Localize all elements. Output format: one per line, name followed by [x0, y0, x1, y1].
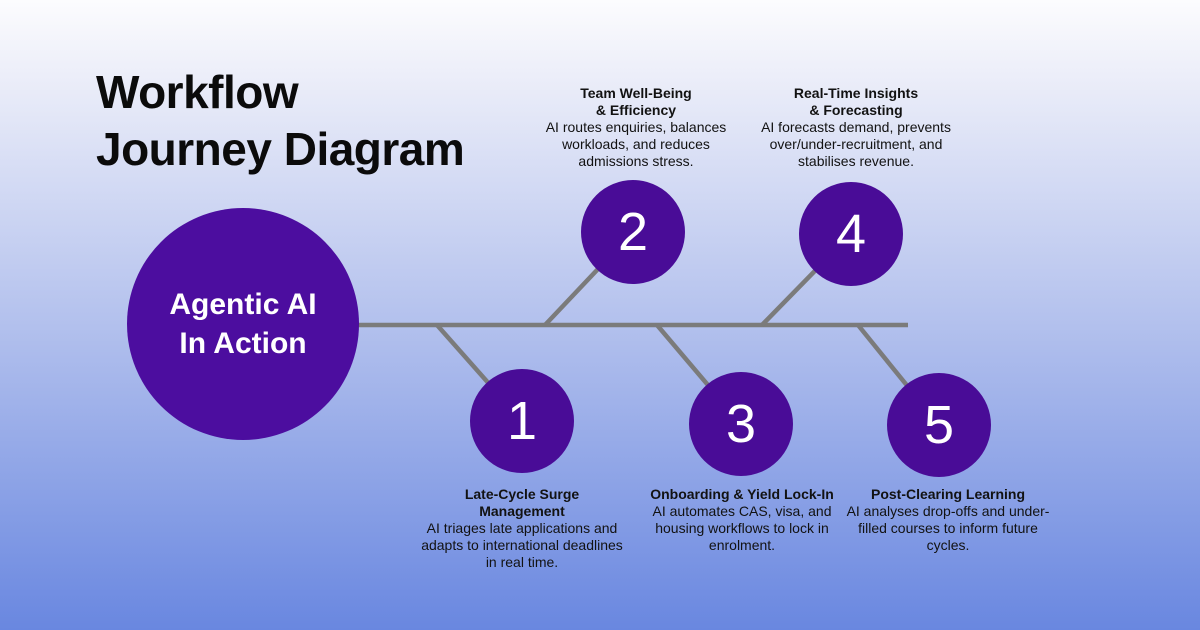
step-description-3: AI automates CAS, visa, and housing work…	[652, 503, 832, 553]
hub-node: Agentic AI In Action	[127, 208, 359, 440]
step-circle-5: 5	[887, 373, 991, 477]
step-description-5: AI analyses drop-offs and under-filled c…	[846, 503, 1050, 553]
step-heading-1: Late-Cycle Surge Management	[416, 486, 628, 520]
step-number-2: 2	[617, 202, 649, 262]
step-description-4: AI forecasts demand, prevents over/under…	[761, 119, 951, 169]
step-description-2: AI routes enquiries, balances workloads,…	[545, 119, 727, 169]
page-title: Workflow Journey Diagram	[96, 64, 465, 178]
step-heading-4-line-2: & Forecasting	[809, 102, 903, 118]
hub-label-line-1: Agentic AI	[169, 288, 317, 321]
step-label-3: Onboarding & Yield Lock-In AI automates …	[646, 486, 838, 554]
step-heading-5-line-1: Post-Clearing Learning	[870, 486, 1026, 502]
step-circle-2: 2	[581, 180, 685, 284]
step-heading-4: Real-Time Insights & Forecasting	[752, 85, 960, 119]
step-heading-4-line-1: Real-Time Insights	[793, 85, 919, 101]
step-circle-3: 3	[689, 372, 793, 476]
step-heading-1-line-2: Management	[479, 503, 565, 519]
step-circle-4: 4	[799, 182, 903, 286]
step-number-3: 3	[725, 394, 757, 454]
page-title-line-1: Workflow	[96, 66, 299, 118]
step-circle-1: 1	[470, 369, 574, 473]
step-number-4: 4	[835, 204, 867, 264]
step-heading-5: Post-Clearing Learning	[846, 486, 1051, 503]
page-title-line-2: Journey Diagram	[96, 123, 465, 175]
step-label-5: Post-Clearing Learning AI analyses drop-…	[846, 486, 1051, 554]
step-heading-3-line-1: Onboarding & Yield Lock-In	[650, 486, 834, 502]
step-label-1: Late-Cycle Surge Management AI triages l…	[416, 486, 628, 571]
step-number-5: 5	[923, 395, 955, 455]
step-number-1: 1	[506, 391, 538, 451]
step-heading-3: Onboarding & Yield Lock-In	[646, 486, 838, 503]
step-heading-1-line-1: Late-Cycle Surge	[464, 486, 580, 502]
hub-label-line-2: In Action	[179, 327, 307, 360]
step-label-4: Real-Time Insights & Forecasting AI fore…	[752, 85, 960, 170]
step-heading-2-line-2: & Efficiency	[595, 102, 677, 118]
step-heading-2-line-1: Team Well-Being	[580, 85, 692, 101]
step-label-2: Team Well-Being & Efficiency AI routes e…	[536, 85, 736, 170]
step-description-1: AI triages late applications and adapts …	[421, 520, 623, 570]
step-heading-2: Team Well-Being & Efficiency	[536, 85, 736, 119]
